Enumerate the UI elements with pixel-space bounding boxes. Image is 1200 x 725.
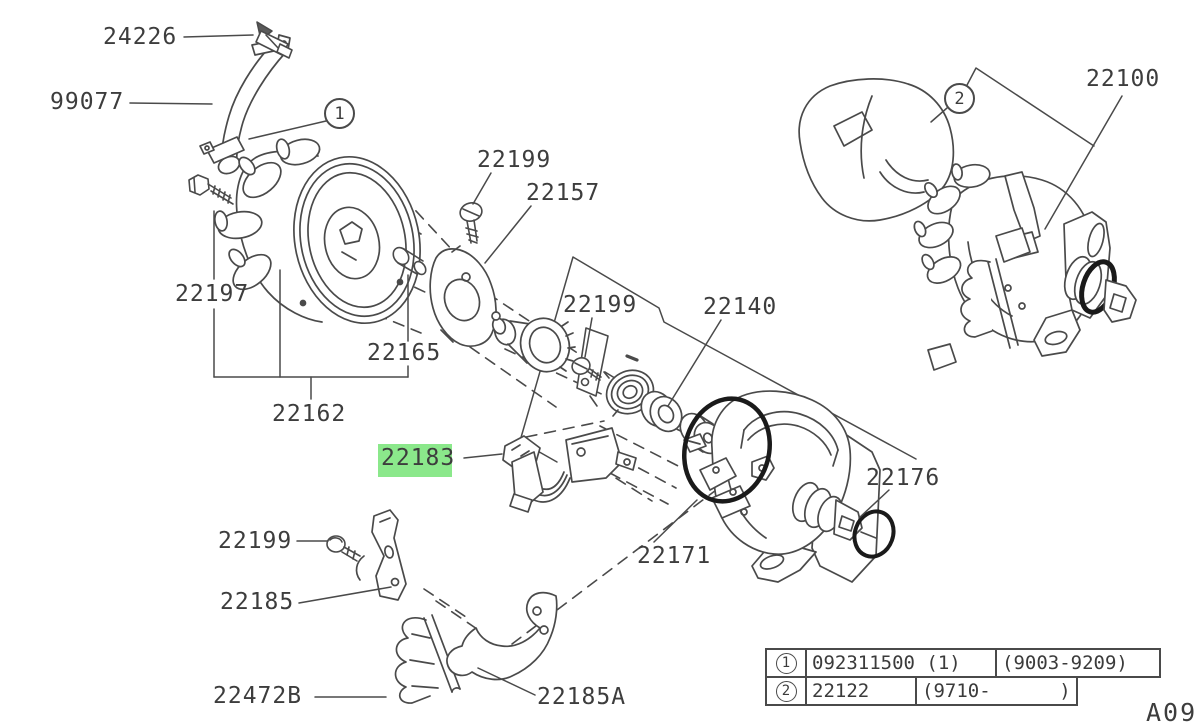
oring-22176-drawing <box>852 509 896 559</box>
part-label-22183[interactable]: 22183 <box>381 445 456 471</box>
sheet-code: A09 <box>1146 698 1198 725</box>
bracket-22185-drawing <box>355 509 407 601</box>
screw-22199-bottom-drawing <box>326 535 361 562</box>
oring-22171-drawing <box>682 396 772 504</box>
spacer-drawing <box>640 390 683 433</box>
nipple-24226-drawing <box>255 21 293 59</box>
part-label-22472b[interactable]: 22472B <box>213 683 303 709</box>
small-plate-and-screw-drawing <box>571 327 625 407</box>
part-label-22185a[interactable]: 22185A <box>537 684 627 710</box>
bolt-drawing <box>188 174 234 205</box>
bracket-22185a-drawing <box>446 591 558 681</box>
table-row: 1 092311500 (1) (9003-9209) <box>765 648 1161 678</box>
table-ref-cell: 1 <box>767 650 805 676</box>
table-row: 2 22122 (9710- ) <box>765 676 1078 706</box>
part-label-22100[interactable]: 22100 <box>1086 66 1161 92</box>
part-label-22176[interactable]: 22176 <box>866 465 941 491</box>
callout-1-number: 1 <box>334 103 345 124</box>
part-label-22199-mid[interactable]: 22199 <box>563 292 638 318</box>
callout-2[interactable]: 2 <box>944 83 975 114</box>
table-range-cell: (9710- ) <box>915 678 1076 704</box>
pickup-coil-22183-drawing <box>502 427 637 513</box>
callout-2-number: 2 <box>954 88 965 109</box>
part-label-22185[interactable]: 22185 <box>220 589 295 615</box>
table-ref-2-circle: 2 <box>775 680 797 702</box>
part-label-22171[interactable]: 22171 <box>637 543 712 569</box>
table-part-cell[interactable]: 092311500 (1) <box>805 650 995 676</box>
part-label-22197[interactable]: 22197 <box>175 281 250 307</box>
part-label-22199-bottom[interactable]: 22199 <box>218 528 293 554</box>
body-drawing <box>683 390 881 583</box>
part-label-22165[interactable]: 22165 <box>367 340 442 366</box>
part-label-22162[interactable]: 22162 <box>272 401 347 427</box>
assembled-22100-drawing <box>798 78 1137 371</box>
part-label-99077[interactable]: 99077 <box>50 89 125 115</box>
table-range-cell: (9003-9209) <box>995 650 1159 676</box>
cap-22197-drawing <box>213 138 421 325</box>
part-highlight-22183 <box>378 444 452 477</box>
pin-22165-drawing <box>392 246 427 276</box>
table-ref-1-circle: 1 <box>775 652 797 674</box>
part-label-22157[interactable]: 22157 <box>526 180 601 206</box>
part-label-22140[interactable]: 22140 <box>703 294 778 320</box>
part-label-24226[interactable]: 24226 <box>103 24 178 50</box>
leader-lines <box>129 34 1123 698</box>
part-label-22199-top[interactable]: 22199 <box>477 147 552 173</box>
table-part-cell[interactable]: 22122 <box>805 678 915 704</box>
plate-22157-drawing <box>429 245 497 347</box>
screw-22199-top-drawing <box>459 202 483 244</box>
comb-22472b-drawing <box>394 614 461 704</box>
rotor-shaft-drawing <box>491 311 576 373</box>
table-ref-cell: 2 <box>767 678 805 704</box>
callout-1[interactable]: 1 <box>324 98 355 129</box>
